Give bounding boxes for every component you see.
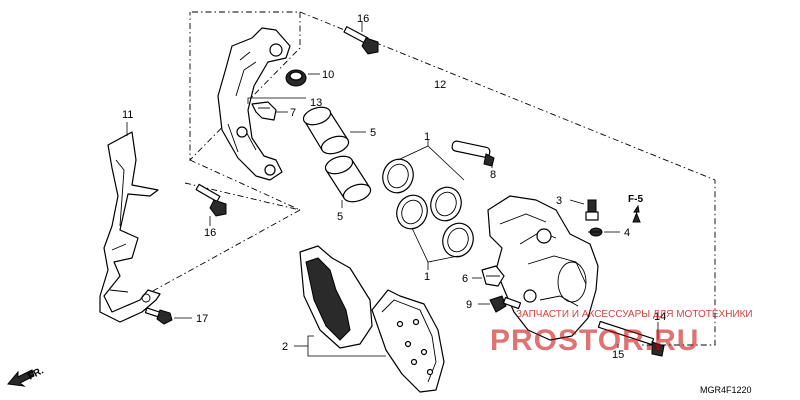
bolt-17-part bbox=[144, 307, 173, 325]
callout-5-lower: 5 bbox=[337, 211, 343, 223]
callout-10: 10 bbox=[322, 69, 334, 81]
assembly-outline-bracket bbox=[189, 11, 301, 162]
callout-3: 3 bbox=[556, 195, 562, 207]
watermark-tagline: ЗАПЧАСТИ И АКСЕССУАРЫ ДЛЯ МОТОТЕХНИКИ bbox=[516, 309, 753, 320]
bolt-16-top-part bbox=[343, 26, 379, 55]
callout-9: 9 bbox=[466, 299, 472, 311]
pin-15-part bbox=[597, 320, 665, 357]
piston-upper-part bbox=[302, 106, 350, 155]
callout-5-upper: 5 bbox=[370, 127, 376, 139]
clip-7-part bbox=[251, 101, 277, 121]
callout-8: 8 bbox=[490, 169, 496, 181]
callout-14: 14 bbox=[654, 311, 666, 323]
front-direction-label: FR. bbox=[26, 365, 46, 382]
callout-2: 2 bbox=[282, 341, 288, 353]
bleeder-3-part bbox=[585, 199, 599, 221]
assembly-outline-caliper-12 bbox=[141, 11, 716, 346]
callout-16-lower: 16 bbox=[204, 227, 216, 239]
seal-set-lower-part bbox=[396, 194, 474, 258]
caliper-bracket-part bbox=[217, 27, 291, 181]
callout-7: 7 bbox=[290, 107, 296, 119]
callout-17: 17 bbox=[196, 313, 208, 325]
reference-arrow-f5: F-5 bbox=[628, 194, 643, 223]
pin-8-part bbox=[451, 140, 495, 167]
front-direction-arrow: FR. bbox=[7, 365, 46, 387]
callout-1-upper: 1 bbox=[424, 131, 430, 143]
reference-arrow-label: F-5 bbox=[628, 194, 643, 205]
clip-6-part bbox=[481, 265, 505, 287]
cap-4-part bbox=[588, 227, 603, 237]
callout-11: 11 bbox=[122, 109, 133, 121]
bolt-16-lower-part bbox=[195, 183, 227, 217]
callout-16-top: 16 bbox=[357, 13, 369, 25]
piston-lower-part bbox=[324, 155, 372, 203]
callout-15: 15 bbox=[612, 349, 624, 361]
callout-1-lower: 1 bbox=[424, 271, 430, 283]
boot-10-part bbox=[285, 69, 307, 87]
callout-6: 6 bbox=[462, 273, 468, 285]
callout-4: 4 bbox=[624, 227, 630, 239]
brake-pad-rear-part bbox=[299, 245, 373, 349]
wire-guide-part bbox=[99, 131, 161, 323]
callout-12: 12 bbox=[434, 79, 446, 91]
bolt-9-part bbox=[489, 295, 522, 313]
brake-pad-front-part bbox=[371, 289, 445, 393]
seal-set-upper-part bbox=[382, 158, 462, 222]
drawing-code: MGR4F1220 bbox=[700, 385, 752, 395]
callout-13: 13 bbox=[310, 97, 322, 109]
watermark-brand: PROSTOR.RU bbox=[490, 324, 699, 357]
